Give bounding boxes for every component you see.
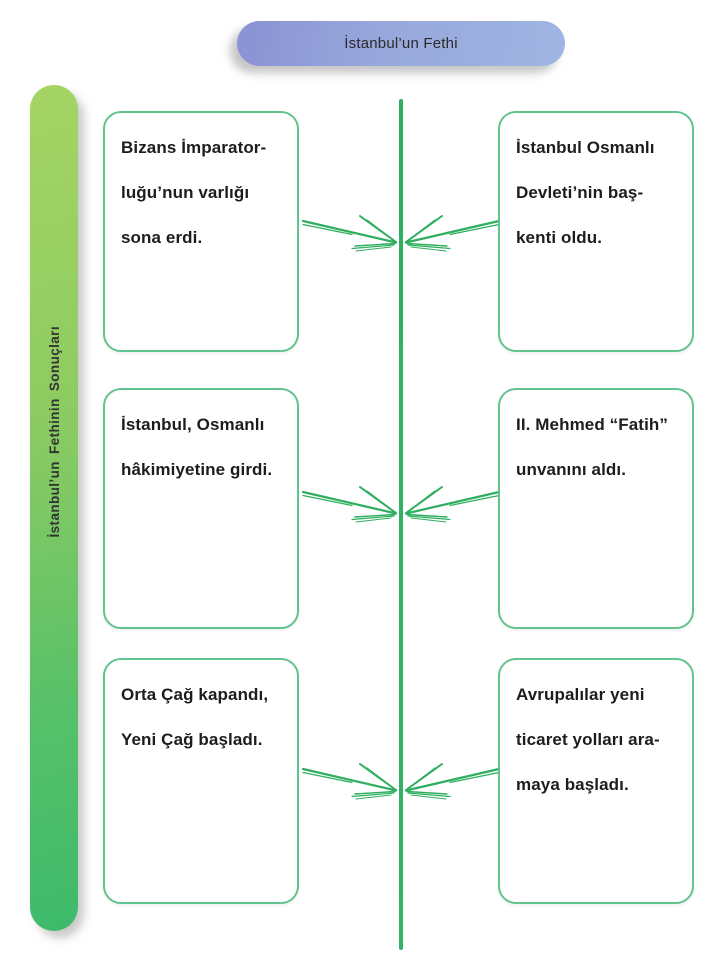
title-pill: İstanbul’un Fethi [237, 21, 565, 66]
center-timeline-line [399, 99, 403, 950]
result-text: Orta Çağ kapandı, Yeni Çağ başladı. [121, 685, 269, 749]
result-text: İstanbul Osmanlı Devleti’nin baş- kenti … [516, 138, 655, 247]
result-text: Bizans İmparator- luğu’nun varlığı sona … [121, 138, 267, 247]
result-box-capital: İstanbul Osmanlı Devleti’nin baş- kenti … [498, 111, 694, 352]
result-box-byzantine-end: Bizans İmparator- luğu’nun varlığı sona … [103, 111, 299, 352]
result-box-fatih-title: II. Mehmed “Fatih” unvanını aldı. [498, 388, 694, 629]
result-text: II. Mehmed “Fatih” unvanını aldı. [516, 415, 668, 479]
page-title: İstanbul’un Fethi [344, 35, 458, 52]
sidebar-label: İstanbul’un Fethinin Sonuçları [46, 326, 62, 538]
result-text: İstanbul, Osmanlı hâkimiyetine girdi. [121, 415, 273, 479]
result-text: Avrupalılar yeni ticaret yolları ara- ma… [516, 685, 660, 794]
sidebar-bar: İstanbul’un Fethinin Sonuçları [30, 85, 78, 931]
result-box-ottoman-rule: İstanbul, Osmanlı hâkimiyetine girdi. [103, 388, 299, 629]
result-box-new-age: Orta Çağ kapandı, Yeni Çağ başladı. [103, 658, 299, 904]
result-box-trade-routes: Avrupalılar yeni ticaret yolları ara- ma… [498, 658, 694, 904]
